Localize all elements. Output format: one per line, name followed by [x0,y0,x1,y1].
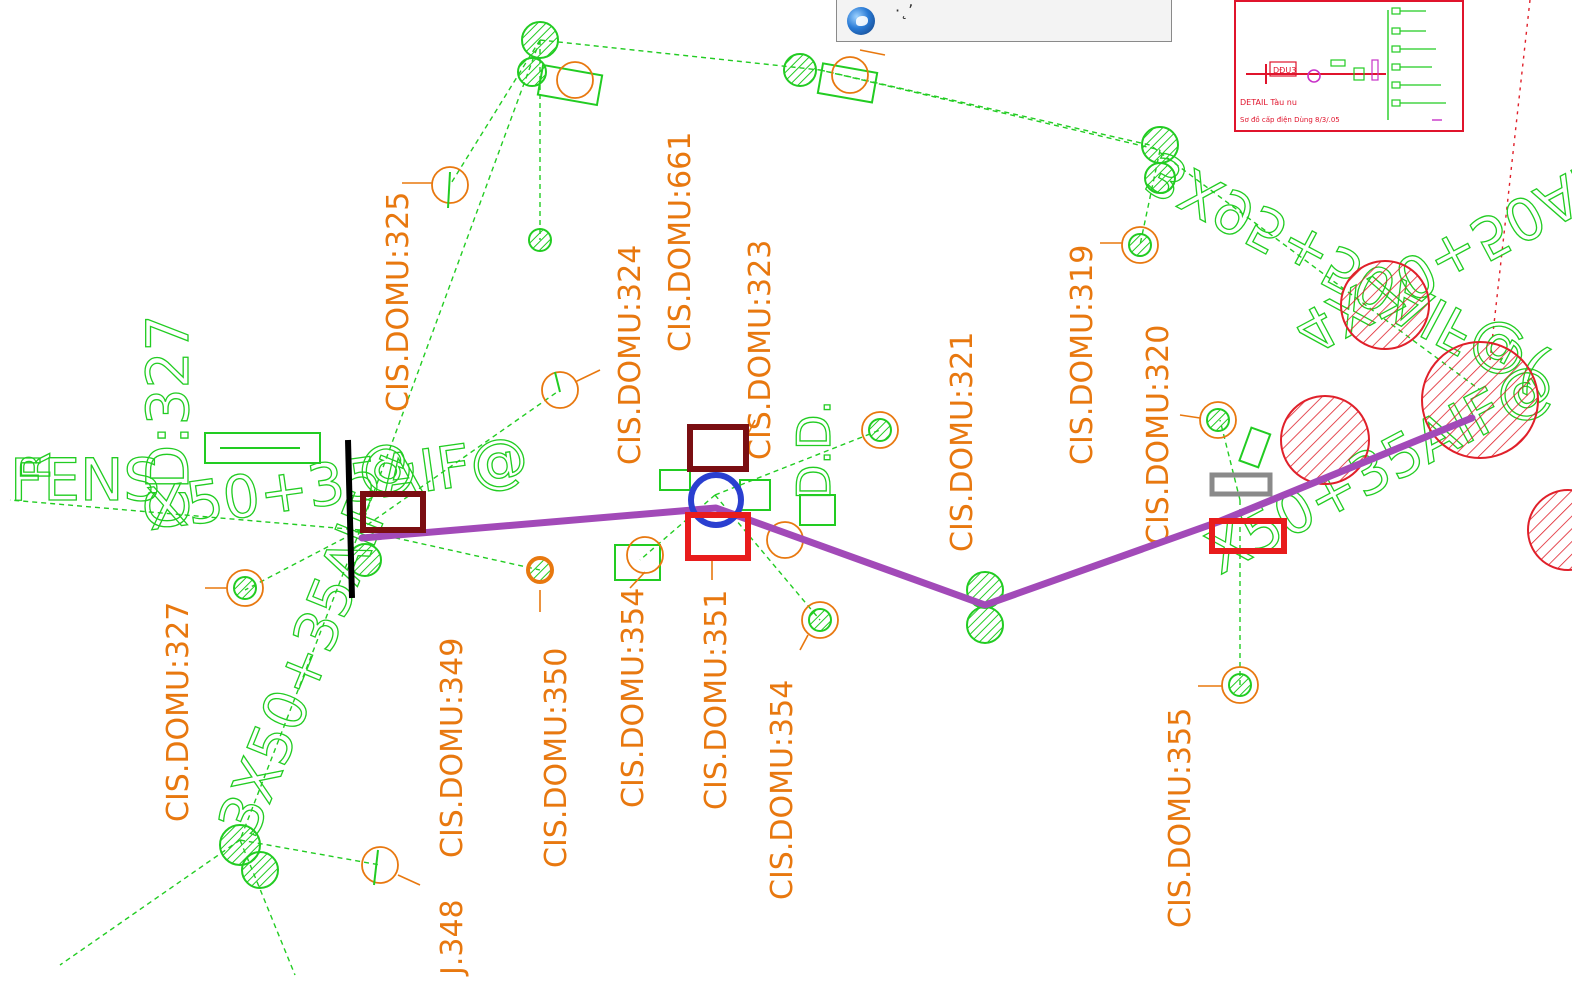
inset-schematic[interactable]: DĐU3 DETAIL Tàu nu Sơ đồ cấp điện Dùng 8… [1234,0,1464,132]
marker-gray[interactable] [1209,472,1273,497]
cd-label: CD:327 [134,315,202,530]
leader-lines [205,49,1222,886]
r-label: R [14,452,60,480]
inset-title-line1: DETAIL Tàu nu [1240,98,1297,107]
inset-title-line2: Sơ đồ cấp điện Dùng 8/3/.05 [1240,116,1340,124]
label-cis-350: CIS.DOMU:350 [539,648,574,868]
marker-red-mid[interactable] [685,512,751,561]
inset-drawing: DĐU3 DETAIL Tàu nu Sơ đồ cấp điện Dùng 8… [1240,7,1446,124]
label-cis-349: CIS.DOMU:349 [435,638,470,858]
label-cis-321: CIS.DOMU:321 [945,332,980,552]
label-cis-323: CIS.DOMU:323 [743,240,778,460]
marker-darkred-left[interactable] [360,491,426,533]
popup-menu[interactable]: ·˛ʼ [836,0,1172,42]
label-cis-354b: CIS.DOMU:354 [765,680,800,900]
label-cis-319: CIS.DOMU:319 [1065,245,1100,465]
marker-blue-circle[interactable] [688,472,744,528]
pole-marker-black [345,439,355,599]
route-line [358,414,1476,609]
label-cis-355: CIS.DOMU:355 [1163,708,1198,928]
popup-text: ·˛ʼ [895,1,914,20]
label-cis-325: CIS.DOMU:325 [381,192,416,412]
poles [204,21,1272,889]
globe-icon [847,7,875,35]
label-cis-351: CIS.DOMU:351 [699,590,734,810]
label-cis-320: CIS.DOMU:320 [1141,325,1176,545]
label-cis-327: CIS.DOMU:327 [161,602,196,822]
marker-darkred-mid[interactable] [687,424,749,472]
marker-red-right[interactable] [1209,518,1287,554]
network-lines [9,39,1481,976]
route-overlay [345,414,1476,609]
inset-node-label: DĐU3 [1273,66,1296,75]
dd-label: D.D. [787,400,841,500]
label-cis-324: CIS.DOMU:324 [613,245,648,465]
label-cis-661: CIS.DOMU:661 [663,132,698,352]
cis-labels: CIS.DOMU:325 CIS.DOMU:661 CIS.DOMU:324 C… [161,132,1198,977]
cable-label-left: FENS [10,446,160,514]
label-cis-354a: CIS.DOMU:354 [616,588,651,808]
label-cis-348: J.348 [435,899,470,977]
